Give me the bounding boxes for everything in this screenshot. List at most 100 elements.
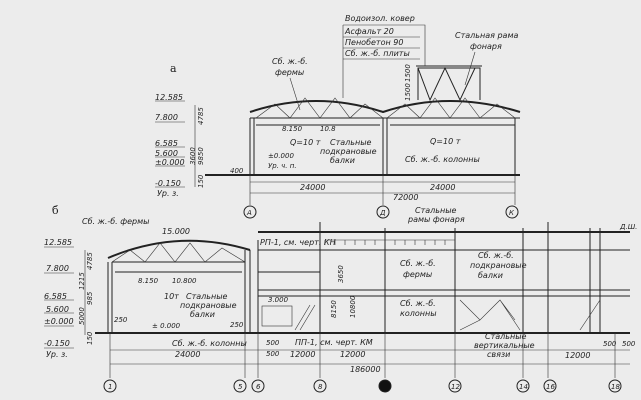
pp-note: ПП-1, см. черт. КМ xyxy=(295,338,373,347)
crane-load: Q=10 т xyxy=(430,137,461,146)
axis-label: 6 xyxy=(256,383,261,391)
section-a: а 12.585 7.800 6.585 5.600 ±0.000 -0.150… xyxy=(155,14,521,219)
dim: 500 xyxy=(266,350,280,358)
dim: 4785 xyxy=(86,252,94,270)
span-dim: 12000 xyxy=(565,351,590,360)
bracing-label: связи xyxy=(487,350,510,359)
axis-label: 18 xyxy=(611,383,620,391)
total-dim: 186000 xyxy=(350,365,381,374)
span-dim: 24000 xyxy=(300,183,325,192)
trusses-label: фермы xyxy=(275,68,304,77)
dim: 500 xyxy=(622,340,636,348)
elev: 5.600 xyxy=(46,305,69,314)
elev: ±0.000 xyxy=(44,317,74,326)
crane-beams-label: балки xyxy=(330,156,355,165)
dim: 8150 xyxy=(330,300,338,318)
truss-level: 10.8 xyxy=(320,125,336,133)
axis-label: 5 xyxy=(238,383,243,391)
columns-label: Сб. ж.-б. колонны xyxy=(172,339,247,348)
platform-level: 3.000 xyxy=(268,296,289,304)
lantern-frames-label: рамы фонаря xyxy=(407,215,465,224)
axis-label: 8 xyxy=(318,383,323,391)
dim: 5000 xyxy=(78,307,86,325)
dim: 500 xyxy=(603,340,617,348)
lantern-frame-label: Стальная рама xyxy=(455,31,518,40)
axis-label: Д xyxy=(379,209,386,217)
crane-beams-label: подкрановые xyxy=(320,147,377,156)
crane-beams-label: Сб. ж.-б. xyxy=(478,251,514,260)
dim: 3650 xyxy=(337,265,345,283)
axis-label: К xyxy=(509,209,515,217)
elev: 7.800 xyxy=(46,264,69,273)
elevation-scale-a: 12.585 7.800 6.585 5.600 ±0.000 -0.150 У… xyxy=(155,93,205,198)
axis-label: 14 xyxy=(519,383,528,391)
elev: 6.585 xyxy=(155,139,178,148)
elev: 6.585 xyxy=(44,292,67,301)
elev: 7.800 xyxy=(155,113,178,122)
ground-level: Ур. з. xyxy=(46,350,68,359)
dim: 9850 xyxy=(197,147,205,165)
crane-load: 10т xyxy=(164,292,179,301)
ground-level: Ур. з. xyxy=(157,189,179,198)
lantern-frame-label: фонаря xyxy=(470,42,502,51)
elevation-scale-b: 12.585 7.800 6.585 5.600 ±0.000 -0.150 У… xyxy=(44,238,94,359)
roof-layer: Сб. ж.-б. плиты xyxy=(345,49,410,58)
axis-label: 12 xyxy=(451,383,460,391)
roof-layer: Водоизол. ковер xyxy=(345,14,415,23)
section-b-label: б xyxy=(52,204,59,217)
axis-markers-b: 1 5 6 8 12 14 16 18 xyxy=(103,379,622,393)
truss-level: 10.800 xyxy=(172,277,197,285)
dim: 4785 xyxy=(197,107,205,125)
dim: 1500 xyxy=(404,83,412,101)
section-a-label: а xyxy=(170,62,177,75)
dim: 985 xyxy=(86,291,94,305)
floor-label: Ур. ч. п. xyxy=(268,162,297,170)
dim: 3600 xyxy=(189,147,197,165)
dim: 250 xyxy=(230,321,244,329)
bracing-label: Стальные xyxy=(485,332,527,341)
elev: 12.585 xyxy=(44,238,72,247)
columns-label: колонны xyxy=(400,309,437,318)
crane-level: 8.150 xyxy=(138,277,159,285)
elev: -0.150 xyxy=(44,339,70,348)
dim: 10800 xyxy=(349,295,357,318)
floor-level: ± 0.000 xyxy=(152,322,181,330)
dim: 150 xyxy=(86,331,94,345)
columns-label: Сб. ж.-б. колонны xyxy=(405,155,480,164)
dim: 500 xyxy=(266,339,280,347)
span-dim: 24000 xyxy=(175,350,200,359)
dim: 1215 xyxy=(78,272,86,290)
trusses-label: Сб. ж.-б. xyxy=(400,259,436,268)
top-level: 15.000 xyxy=(162,227,190,236)
crane-beams-label: Стальные xyxy=(186,292,228,301)
span-dim: 12000 xyxy=(290,350,315,359)
total-dim: 72000 xyxy=(393,193,418,202)
crane-beams-label: балки xyxy=(190,310,215,319)
axis-label: 16 xyxy=(546,383,555,391)
dim: 1500 xyxy=(404,64,412,82)
crane-load: Q=10 т xyxy=(290,138,321,147)
section-b: б Сб. ж.-б. фермы 15.000 12.585 7.800 6.… xyxy=(44,204,637,393)
axis-label: А xyxy=(246,209,252,217)
trusses-label: Сб. ж.-б. xyxy=(272,57,308,66)
dim: 400 xyxy=(230,167,244,175)
columns-label: Сб. ж.-б. xyxy=(400,299,436,308)
roof-layers-callout: Водоизол. ковер Асфальт 20 Пенобетон 90 … xyxy=(342,14,426,98)
trusses-label: Сб. ж.-б. фермы xyxy=(82,217,149,226)
roof-layer: Асфальт 20 xyxy=(344,27,394,36)
crane-level: 8.150 xyxy=(282,125,303,133)
crane-beams-label: подкрановые xyxy=(470,261,527,270)
elev: ±0.000 xyxy=(155,158,185,167)
crane-beams-label: балки xyxy=(478,271,503,280)
bracing-label: вертикальные xyxy=(474,341,535,350)
elev: 12.585 xyxy=(155,93,183,102)
elev: 5.600 xyxy=(155,149,178,158)
corner-note: Д.Ш. xyxy=(619,223,637,231)
axis-marker-filled xyxy=(378,379,392,393)
rp-note: РП-1, см. черт. КН xyxy=(260,238,336,247)
roof-layer: Пенобетон 90 xyxy=(345,38,403,47)
dim: 250 xyxy=(114,316,128,324)
span-dim: 24000 xyxy=(430,183,455,192)
